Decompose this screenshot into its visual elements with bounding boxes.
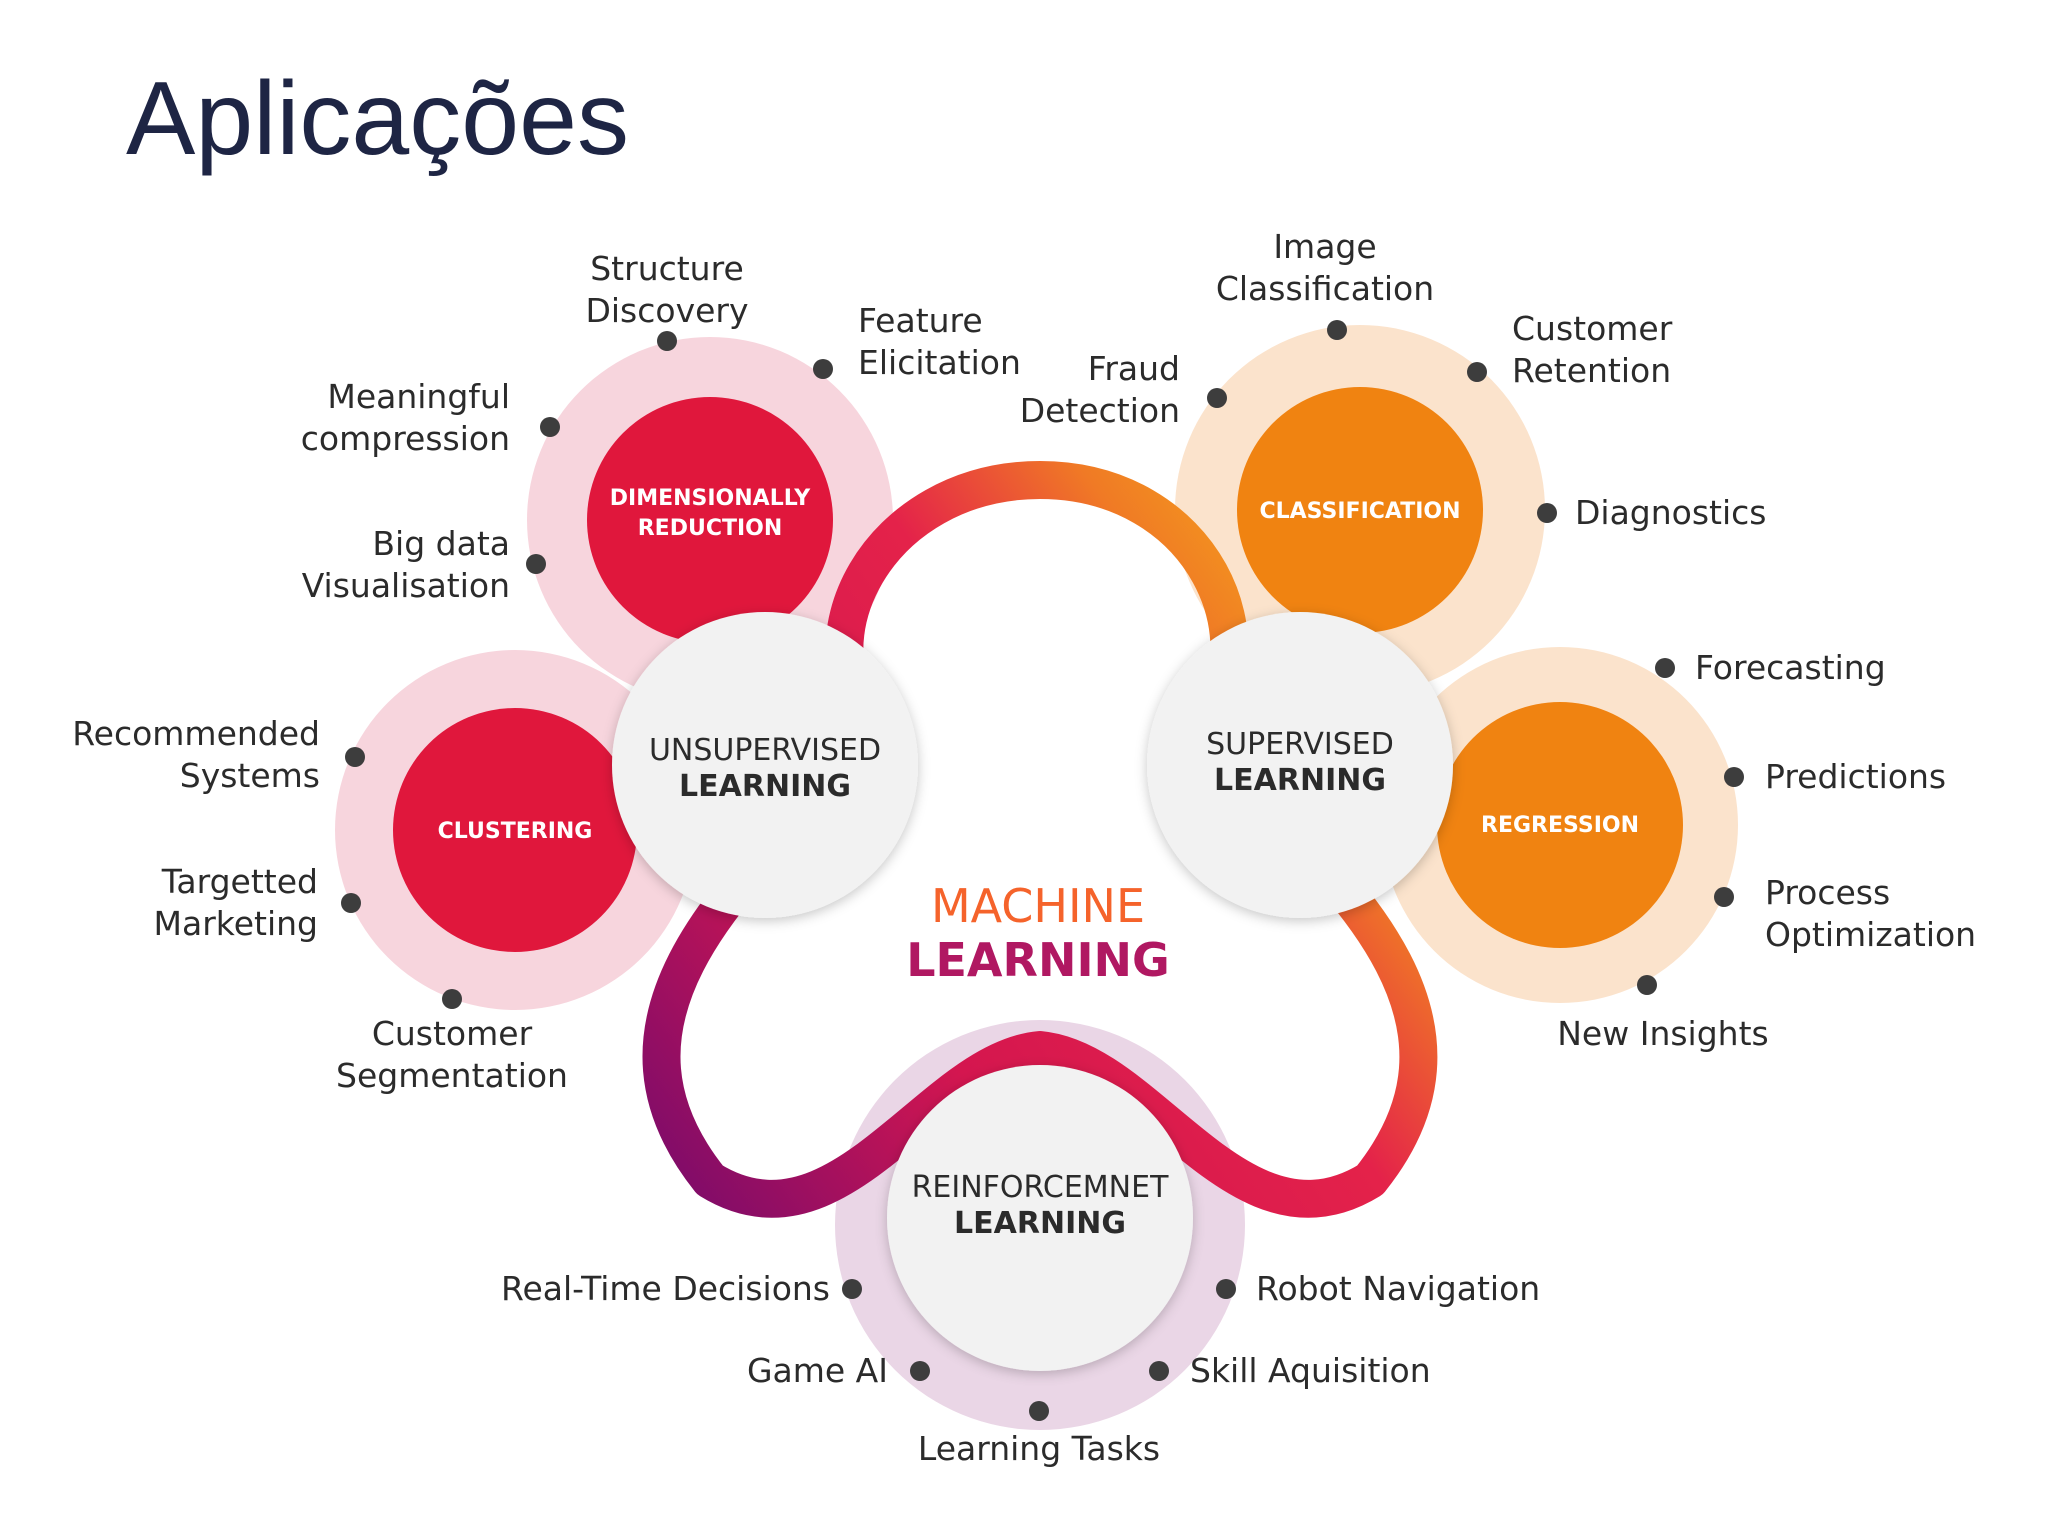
supervised-hub-line2: LEARNING: [1214, 763, 1386, 798]
learning-tasks-label: Learning Tasks: [918, 1429, 1160, 1468]
targetted-marketing-dot: [341, 893, 361, 913]
dimensionality-label-line1: DIMENSIONALLY: [610, 486, 812, 511]
process-optimization-dot: [1714, 887, 1734, 907]
game-ai-label: Game AI: [747, 1351, 888, 1390]
unsupervised-hub: [612, 612, 918, 918]
dimensionality-label-line2: REDUCTION: [638, 516, 783, 541]
predictions-dot: [1724, 767, 1744, 787]
regression-label: REGRESSION: [1481, 813, 1639, 838]
diagnostics-dot: [1537, 503, 1557, 523]
classification-circle: [1237, 387, 1483, 633]
game-ai-dot: [910, 1361, 930, 1381]
real-time-decisions-dot: [842, 1279, 862, 1299]
ml-loop: [642, 461, 1438, 1218]
skill-aquisition-dot: [1149, 1361, 1169, 1381]
forecasting-dot: [1655, 658, 1675, 678]
center-title-line1: MACHINE: [931, 879, 1145, 933]
robot-navigation-dot: [1216, 1279, 1236, 1299]
reinforcement-hub-line2: LEARNING: [954, 1206, 1126, 1241]
skill-aquisition-label: Skill Aquisition: [1190, 1351, 1431, 1390]
customer-retention-dot: [1467, 362, 1487, 382]
unsupervised-hub-line1: UNSUPERVISED: [649, 733, 881, 768]
classification-label: CLASSIFICATION: [1259, 499, 1460, 524]
supervised-hub: [1147, 612, 1453, 918]
dimensionality-circle: [587, 397, 833, 643]
slide-title: Aplicações: [126, 61, 629, 177]
predictions-label: Predictions: [1765, 757, 1946, 796]
center-title-line2: LEARNING: [906, 933, 1170, 987]
customer-segmentation-dot: [442, 989, 462, 1009]
regression-circle: [1437, 702, 1683, 948]
clustering-circle: [393, 708, 637, 952]
new-insights-label: New Insights: [1557, 1014, 1768, 1053]
image-classification-dot: [1327, 320, 1347, 340]
forecasting-label: Forecasting: [1695, 648, 1886, 687]
unsupervised-hub-line2: LEARNING: [679, 769, 851, 804]
clustering-label: CLUSTERING: [438, 819, 593, 844]
reinforcement-hub-line1: REINFORCEMNET: [912, 1170, 1169, 1205]
structure-discovery-dot: [657, 331, 677, 351]
feature-elicitation-dot: [813, 359, 833, 379]
fraud-detection-dot: [1207, 388, 1227, 408]
recommended-systems-dot: [345, 747, 365, 767]
diagnostics-label: Diagnostics: [1575, 493, 1767, 532]
reinforcement-hub: [887, 1065, 1193, 1371]
supervised-hub-line1: SUPERVISED: [1206, 727, 1394, 762]
real-time-decisions-label: Real-Time Decisions: [501, 1269, 830, 1308]
big-data-visualisation-dot: [526, 554, 546, 574]
learning-tasks-dot: [1029, 1401, 1049, 1421]
new-insights-dot: [1637, 975, 1657, 995]
robot-navigation-label: Robot Navigation: [1256, 1269, 1540, 1308]
meaningful-compression-dot: [540, 417, 560, 437]
